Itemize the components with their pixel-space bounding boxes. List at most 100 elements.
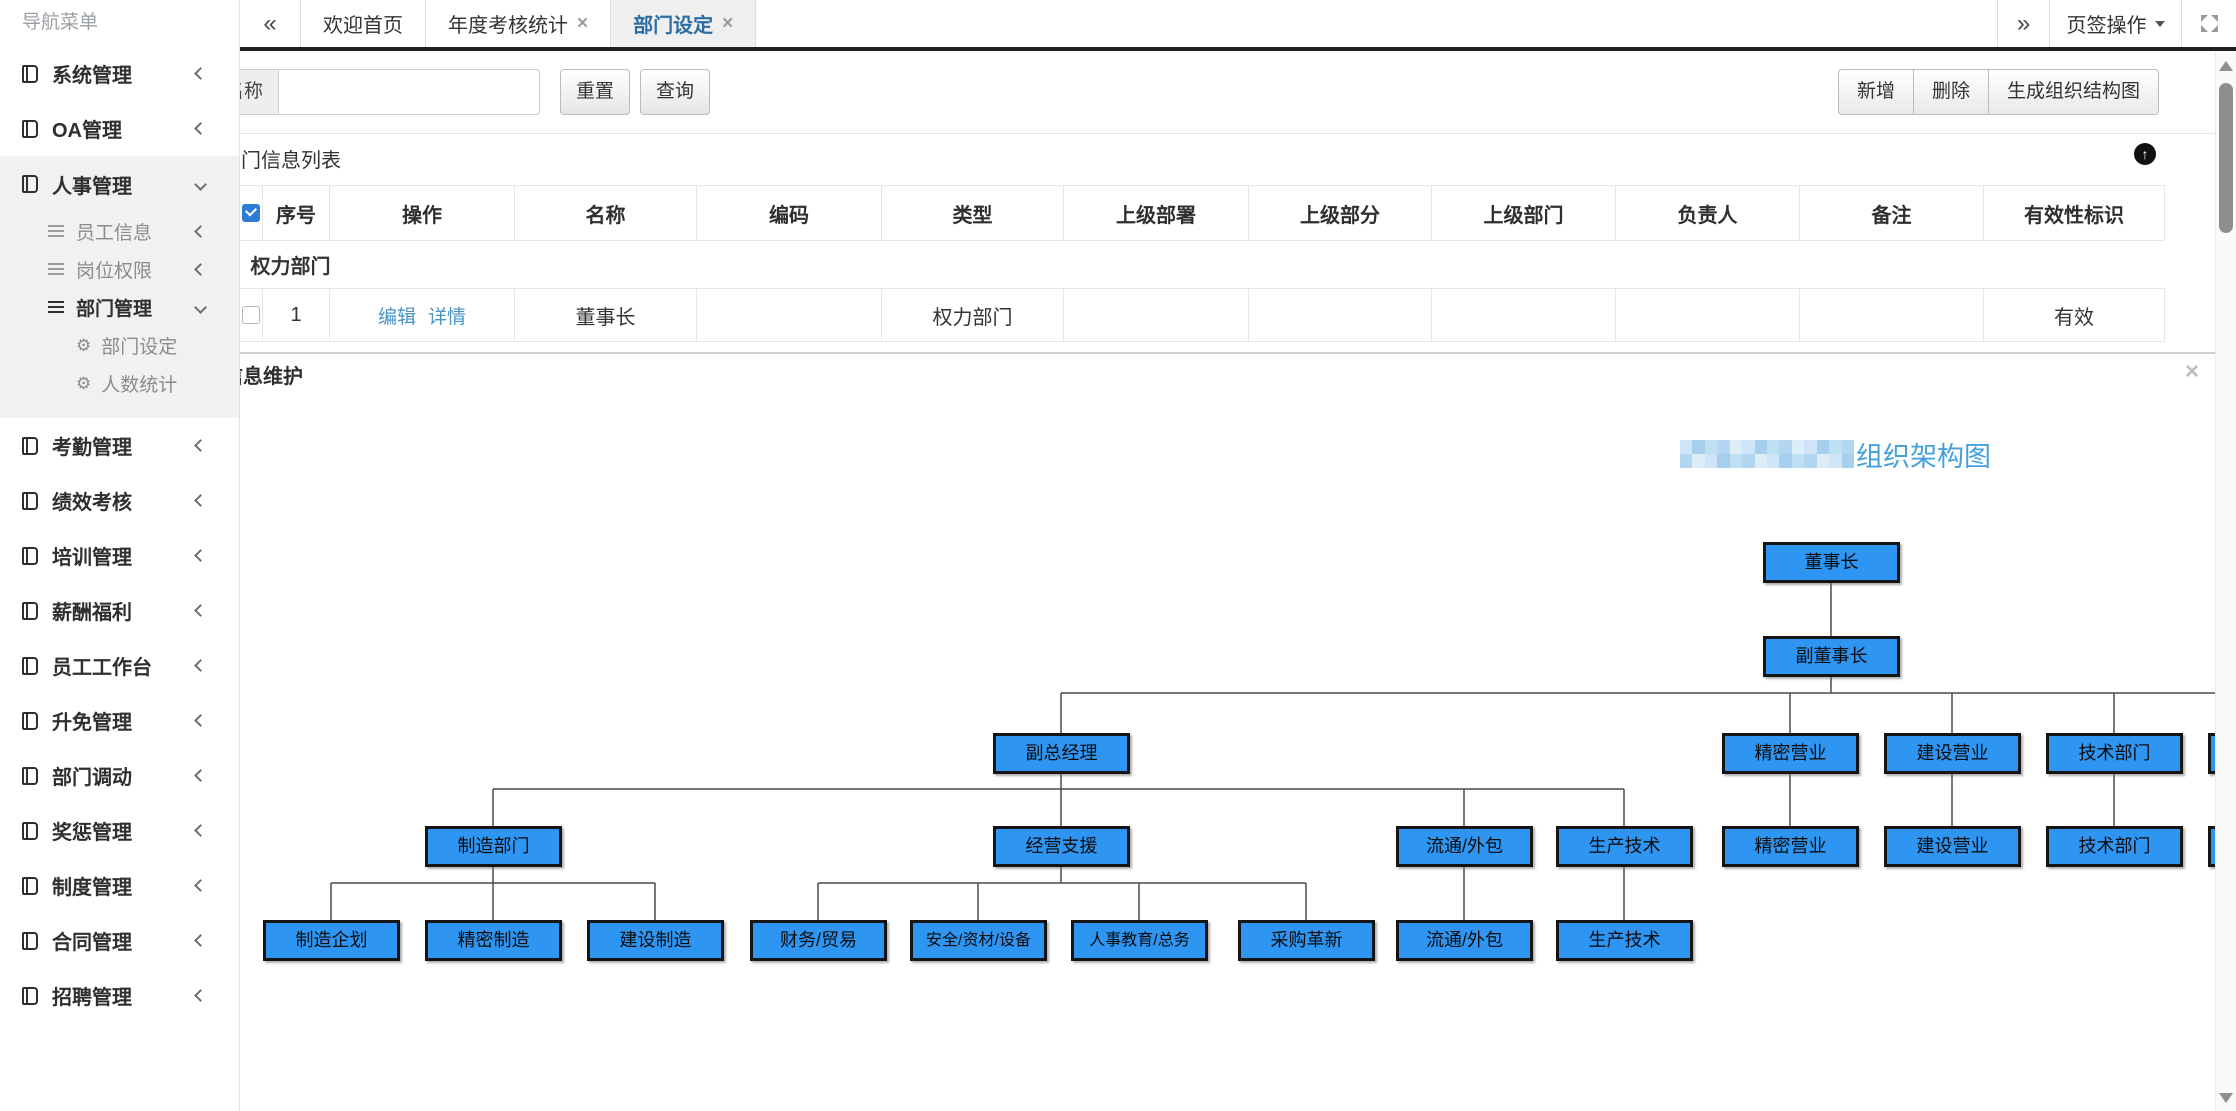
- fullscreen-toggle[interactable]: [2182, 0, 2236, 47]
- chevron-left-icon: [194, 934, 207, 947]
- tabs-scroll-left-button[interactable]: «: [240, 0, 301, 47]
- org-node-制造企划: 制造企划: [263, 920, 400, 961]
- search-input[interactable]: [278, 69, 540, 115]
- close-panel-icon[interactable]: ×: [2185, 358, 2200, 385]
- org-node-partial: [2208, 826, 2215, 867]
- sidebar-item-label: 系统管理: [52, 65, 132, 87]
- chevron-left-icon: [194, 262, 207, 276]
- sidebar-item-department-setting[interactable]: ⚙部门设定: [0, 326, 239, 364]
- menu-icon: [48, 225, 64, 227]
- close-tab-icon[interactable]: ×: [722, 12, 734, 34]
- sidebar-item-reward-punishment[interactable]: 奖惩管理: [0, 803, 239, 858]
- scrollbar-thumb[interactable]: [2219, 83, 2233, 233]
- tabs-scroll-right-button[interactable]: »: [1998, 0, 2050, 47]
- chevron-left-icon: [194, 224, 207, 238]
- sidebar-item-headcount-stats[interactable]: ⚙人数统计: [0, 364, 239, 402]
- sidebar-item-label: 升免管理: [52, 712, 132, 734]
- chevron-left-icon: [194, 879, 207, 892]
- org-chart: 组织架构图 董事长副董事长副总经理精密营业建设营业技术部门制造部门经营支援流通/…: [240, 420, 2215, 980]
- org-node-partial: [2208, 733, 2215, 774]
- book-icon: [22, 766, 38, 785]
- org-chart-title-text: 组织架构图: [1856, 441, 1991, 472]
- table-actions: 新增 删除 生成组织结构图: [1838, 69, 2160, 115]
- book-icon: [22, 711, 38, 730]
- gear-icon: ⚙: [76, 373, 92, 393]
- chevron-left-icon: [194, 824, 207, 837]
- row-checkbox[interactable]: [241, 306, 260, 325]
- sidebar-item-label: 员工工作台: [52, 657, 152, 679]
- sidebar-item-label: 培训管理: [52, 547, 132, 569]
- sidebar-item-recruitment-management[interactable]: 招聘管理: [0, 968, 239, 1023]
- chevron-left-icon: [194, 714, 207, 727]
- query-button[interactable]: 查询: [640, 69, 710, 115]
- tab-department-setting[interactable]: 部门设定×: [611, 0, 757, 47]
- sidebar-item-department-management[interactable]: 部门管理: [0, 288, 239, 326]
- select-all-checkbox[interactable]: [241, 204, 260, 223]
- expand-icon: [2200, 15, 2218, 32]
- tab-operations-label: 页签操作: [2066, 15, 2147, 37]
- column-header: 操作: [329, 185, 515, 241]
- content-area: 名称 重置 查询 新增 删除 生成组织结构图 部门信息列表 ↑ 序号操作名称编码…: [240, 51, 2236, 1111]
- sidebar-item-employee-workbench[interactable]: 员工工作台: [0, 638, 239, 693]
- tab-operations-dropdown[interactable]: 页签操作: [2050, 0, 2182, 47]
- sidebar-item-employee-info[interactable]: 员工信息: [0, 212, 239, 250]
- sidebar-title: 导航菜单: [22, 12, 99, 33]
- book-icon: [22, 656, 38, 675]
- collapse-panel-button[interactable]: ↑: [2134, 143, 2156, 165]
- cell-sup_dept: [1063, 288, 1249, 342]
- close-tab-icon[interactable]: ×: [577, 12, 589, 34]
- org-node-副董事长: 副董事长: [1763, 636, 1900, 677]
- sidebar-item-label: 奖惩管理: [52, 822, 132, 844]
- org-node-精密制造: 精密制造: [425, 920, 562, 961]
- column-header: 备注: [1799, 185, 1984, 241]
- tab-bar: « 欢迎首页年度考核统计×部门设定× » 页签操作: [240, 0, 2236, 51]
- column-header: 序号: [262, 185, 330, 241]
- book-icon: [22, 601, 38, 620]
- chevron-left-icon: [194, 439, 207, 452]
- sidebar-item-rules-management[interactable]: 制度管理: [0, 858, 239, 913]
- delete-button[interactable]: 删除: [1914, 69, 1990, 115]
- tab-welcome-home[interactable]: 欢迎首页: [301, 0, 426, 47]
- org-node-安全/资材/设备: 安全/资材/设备: [910, 920, 1047, 961]
- book-icon: [22, 546, 38, 565]
- dept-list-panel-title: 部门信息列表: [240, 150, 341, 172]
- book-icon: [22, 491, 38, 510]
- sidebar-item-promotion-management[interactable]: 升免管理: [0, 693, 239, 748]
- sidebar-item-system-management[interactable]: 系统管理: [0, 46, 239, 101]
- reset-button[interactable]: 重置: [560, 69, 630, 115]
- sidebar-item-post-permission[interactable]: 岗位权限: [0, 250, 239, 288]
- org-node-流通/外包: 流通/外包: [1396, 920, 1533, 961]
- sidebar-item-oa-management[interactable]: OA管理: [0, 101, 239, 156]
- cell-owner: [1615, 288, 1800, 342]
- scrollbar-down-arrow[interactable]: [2219, 1093, 2233, 1103]
- sidebar-item-label: 招聘管理: [52, 987, 132, 1009]
- tab-annual-appraisal-stats[interactable]: 年度考核统计 ×: [426, 0, 612, 47]
- sidebar-item-training-management[interactable]: 培训管理: [0, 528, 239, 583]
- detail-link[interactable]: 详情: [428, 306, 467, 328]
- sidebar-item-attendance-management[interactable]: 考勤管理: [0, 418, 239, 473]
- book-icon: [22, 821, 38, 840]
- generate-orgchart-button[interactable]: 生成组织结构图: [1989, 69, 2160, 115]
- org-node-技术部门: 技术部门: [2046, 826, 2183, 867]
- edit-link[interactable]: 编辑: [377, 306, 416, 328]
- sidebar-item-salary-welfare[interactable]: 薪酬福利: [0, 583, 239, 638]
- sidebar-item-performance-appraisal[interactable]: 绩效考核: [0, 473, 239, 528]
- sidebar-item-hr-management[interactable]: 人事管理: [0, 156, 239, 212]
- org-node-建设营业: 建设营业: [1884, 733, 2021, 774]
- sidebar-item-department-transfer[interactable]: 部门调动: [0, 748, 239, 803]
- scrollbar-up-arrow[interactable]: [2219, 61, 2233, 71]
- cell-sup_unit: [1431, 288, 1616, 342]
- tab-label: 年度考核统计: [448, 15, 568, 37]
- add-button[interactable]: 新增: [1838, 69, 1915, 115]
- sidebar-item-label: OA管理: [52, 120, 122, 142]
- dept-maintain-panel-title: 部门信息维护: [240, 366, 303, 388]
- chevron-left-icon: [194, 494, 207, 507]
- sidebar-item-contract-management[interactable]: 合同管理: [0, 913, 239, 968]
- org-node-采购革新: 采购革新: [1238, 920, 1375, 961]
- org-node-财务/贸易: 财务/贸易: [750, 920, 887, 961]
- org-node-经营支援: 经营支援: [993, 826, 1130, 867]
- vertical-scrollbar[interactable]: [2215, 51, 2236, 1111]
- cell-remark: [1799, 288, 1984, 342]
